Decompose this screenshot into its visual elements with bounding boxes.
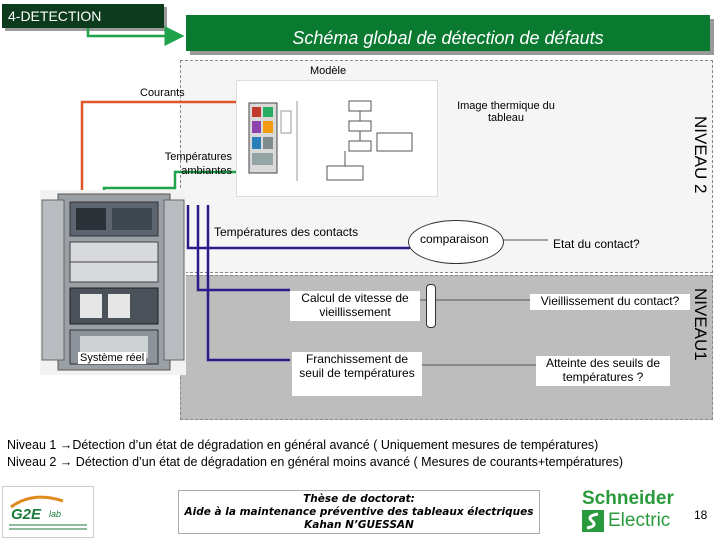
- level-notes: Niveau 1 →Détection d’un état de dégrada…: [7, 437, 717, 471]
- contact-temp-line-3: [206, 205, 290, 362]
- g2elab-logo-icon: G2E lab: [9, 495, 87, 530]
- threshold-cross-box: Franchissement de seuil de températures: [292, 352, 422, 396]
- contact-aging-box: Vieillissement du contact?: [530, 294, 690, 310]
- g2elab-logo: G2E lab: [2, 486, 94, 538]
- model-label: Modèle: [310, 65, 347, 77]
- threshold-reached-box: Atteinte des seuils de températures ?: [536, 356, 670, 386]
- level1-label: NIVEAU1: [691, 288, 710, 361]
- comparison-node: [408, 220, 504, 264]
- real-system-image: [40, 190, 186, 375]
- model-schematic-icon: [248, 100, 413, 181]
- thesis-box: Thèse de doctorat: Aide à la maintenance…: [178, 490, 540, 534]
- model-diagram-image: [236, 80, 438, 197]
- thesis-line3: Kahan N’GUESSAN: [304, 519, 414, 531]
- level2-note: Niveau 2 → Détection d’un état de dégrad…: [7, 454, 717, 471]
- schneider-logo-mark-icon: [582, 510, 604, 532]
- schneider-logo-line2: Electric: [608, 510, 671, 531]
- level1-note: Niveau 1 →Détection d’un état de dégrada…: [7, 437, 717, 454]
- schneider-logo-line1: Schneider: [582, 488, 674, 509]
- electrical-cabinet-icon: [40, 190, 186, 375]
- thermal-image-label: Image thermique du tableau: [457, 100, 555, 124]
- ambient-temps-label: Températures ambiantes: [164, 151, 232, 177]
- arrow-right-icon: →: [59, 438, 73, 452]
- section-tag: 4-DETECTION: [2, 4, 164, 28]
- currents-label: Courants: [140, 87, 185, 99]
- schneider-logo: Schneider Electric: [582, 488, 682, 536]
- level2-note-text: Détection d’un état de dégradation en gé…: [72, 455, 623, 469]
- green-link-line: [86, 26, 185, 46]
- svg-text:G2E: G2E: [11, 506, 42, 523]
- level2-label: NIVEAU 2: [691, 116, 710, 194]
- level1-note-prefix: Niveau 1: [7, 438, 60, 452]
- slide-title: Schéma global de détection de défauts: [186, 15, 710, 51]
- real-system-label: Système réel: [78, 352, 147, 364]
- contact-temp-line-1: [186, 205, 410, 250]
- level1-note-text: Détection d’un état de dégradation en gé…: [72, 438, 599, 452]
- arrow-right-icon: →: [59, 455, 73, 469]
- thesis-line2: Aide à la maintenance préventive des tab…: [184, 506, 534, 518]
- level2-note-prefix: Niveau 2: [7, 455, 60, 469]
- contact-temps-label: Températures des contacts: [214, 225, 359, 239]
- contact-temp-line-2: [196, 205, 290, 292]
- aging-speed-box: Calcul de vitesse de vieillissement: [290, 291, 420, 321]
- thesis-line1: Thèse de doctorat:: [303, 493, 415, 505]
- currents-line: [80, 100, 238, 195]
- aging-bracket-node: [426, 284, 436, 328]
- comparison-label: comparaison: [420, 232, 489, 246]
- page-number: 18: [694, 508, 708, 522]
- contact-state-label: Etat du contact?: [553, 237, 640, 251]
- svg-text:lab: lab: [49, 509, 61, 519]
